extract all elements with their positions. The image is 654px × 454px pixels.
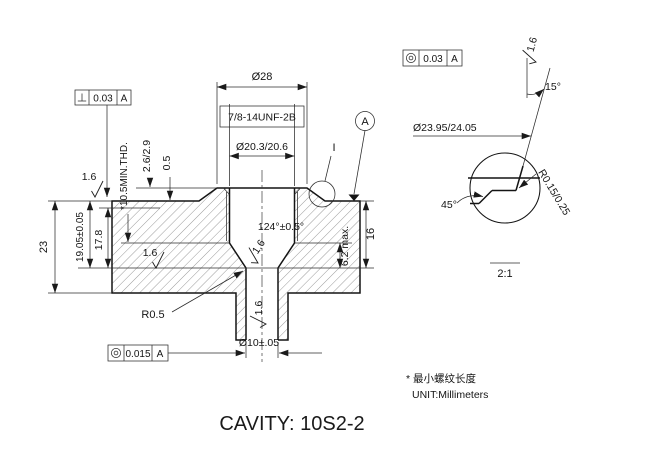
extension-lines: [48, 82, 374, 358]
bore-outline: [228, 188, 296, 340]
drawing-title: CAVITY: 10S2-2: [219, 413, 364, 435]
dim-angle15-label: 15°: [545, 81, 561, 93]
dim-dia10-label: Ø10±.05: [239, 337, 279, 349]
dim-angle124-label: 124°±0.5°: [258, 221, 304, 233]
fcf-datum: A: [451, 54, 458, 65]
concentricity-icon: [111, 348, 121, 358]
section-hatching: [112, 188, 360, 340]
surface-finish-mark: 1.6: [249, 301, 267, 328]
surface-finish-mark: 1.6: [82, 171, 104, 198]
fcf-perpendicularity: 0.03 A: [74, 89, 132, 197]
dim-depth62-label: 6.2 max.: [339, 226, 351, 266]
dim-dia2395-label: Ø23.95/24.05: [413, 122, 477, 134]
concentricity-icon: [406, 53, 416, 63]
fcf-concentricity: 0.015 A: [107, 344, 169, 362]
thread-crest-lines: [223, 187, 301, 241]
dim-height23-label: 23: [38, 241, 50, 253]
dim-dia28-label: Ø28: [252, 71, 273, 83]
fcf-tolerance: 0.03: [423, 54, 443, 65]
footnote: * 最小螺纹长度: [406, 372, 477, 385]
dim-dia203-label: Ø20.3/20.6: [236, 141, 288, 153]
fcf-tolerance: 0.03: [93, 94, 113, 105]
fcf-datum: A: [157, 349, 164, 360]
surface-finish-value: 1.6: [143, 247, 158, 259]
dimension-lines: [51, 83, 370, 357]
dim-depth16-label: 16: [365, 228, 377, 240]
detail-indicator-label: I: [332, 142, 335, 154]
fcf-concentricity-detail: 0.03 A: [402, 49, 463, 67]
surface-finish-value: 1.6: [525, 36, 540, 53]
surface-finish-mark: 1.6: [522, 36, 540, 65]
unit-note: UNIT:Millimeters: [412, 389, 488, 401]
perpendicularity-icon: [77, 93, 87, 102]
detail-indicator: I: [308, 142, 336, 208]
surface-finish-value: 1.6: [253, 301, 265, 316]
thread-callout-label: 7/8-14UNF-2B: [228, 112, 296, 124]
dim-groove-depth-label: 2.6/2.9: [141, 140, 153, 172]
surface-finish-value: 1.6: [82, 171, 97, 183]
dim-r05-label: R0.5: [141, 309, 164, 321]
datum-a-flag: A: [348, 111, 375, 201]
dim-angle45-label: 45°: [441, 199, 457, 211]
surface-finish-mark: 1.6: [248, 237, 268, 264]
dim-depth1905-label: 19.05±0.05: [75, 212, 86, 262]
detail-view: Ø23.95/24.05 15° R0.15/0.25 45° 2:1 1.6 …: [402, 36, 572, 280]
datum-a-label: A: [361, 116, 369, 128]
fcf-tolerance: 0.015: [125, 349, 150, 360]
detail-geometry: [468, 165, 540, 205]
dim-thread-depth-label: *10.5MIN.THD.: [119, 142, 130, 210]
dim-depth178-label: 17.8: [93, 230, 105, 251]
main-section-view: 7/8-14UNF-2B Ø28 Ø20.3/20.6 2.6/2.9 0.5 …: [38, 71, 377, 362]
detail-dimension-lines: [413, 58, 551, 264]
surface-finish-mark: 1.6: [143, 247, 165, 269]
detail-scale-label: 2:1: [497, 268, 512, 280]
dim-step-label: 0.5: [161, 156, 173, 171]
dim-r015-label: R0.15/0.25: [535, 167, 572, 217]
fcf-datum: A: [121, 94, 128, 105]
detail-circle: [469, 152, 541, 224]
thread-callout-box: [219, 105, 305, 128]
datum-triangle: [348, 194, 360, 201]
